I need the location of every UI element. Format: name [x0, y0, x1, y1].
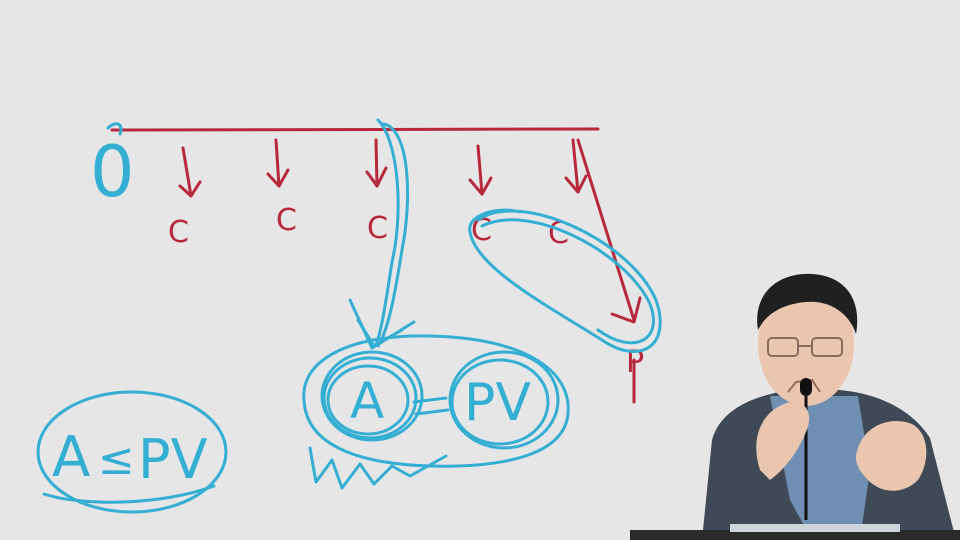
hair	[757, 273, 858, 334]
cash-flow-label: C	[168, 215, 189, 250]
pv-label: PV	[464, 373, 531, 433]
origin-mark	[106, 122, 123, 136]
discount-arrow	[576, 138, 642, 324]
grouping-loop	[468, 208, 662, 353]
cash-flow-arrow	[468, 144, 493, 196]
equals-sign	[412, 396, 450, 416]
cash-flow-label: C	[548, 216, 569, 251]
cash-flow-label: C	[471, 213, 492, 248]
left-hand	[756, 401, 810, 480]
cash-flow-arrow	[178, 146, 202, 198]
laptop	[730, 524, 900, 532]
inequality-left: A	[52, 425, 90, 490]
inequality-relation: ≤	[98, 434, 135, 485]
origin-label: 0	[90, 131, 135, 213]
glasses	[767, 337, 843, 357]
annuity-label: A	[350, 372, 384, 430]
right-hand	[855, 421, 927, 491]
cash-flow-labels: C C C C C	[168, 203, 569, 251]
inequality-group: A ≤ PV	[36, 390, 228, 514]
face	[758, 282, 854, 406]
inequality-circle	[36, 390, 228, 514]
transfer-arrow	[348, 118, 416, 350]
cash-flow-label: C	[367, 211, 388, 246]
annuity-circle	[322, 356, 418, 440]
desk	[630, 530, 960, 540]
cash-flow-arrow	[564, 138, 588, 194]
cash-flow-label: C	[276, 203, 297, 238]
cash-flow-arrow	[266, 138, 290, 188]
inequality-right: PV	[138, 428, 208, 491]
cash-flow-arrow	[365, 138, 388, 188]
cash-flow-arrows	[178, 138, 588, 198]
pv-circle	[448, 350, 560, 450]
annuity-pv-group: A PV	[302, 334, 570, 490]
timeline-axis	[110, 127, 600, 132]
